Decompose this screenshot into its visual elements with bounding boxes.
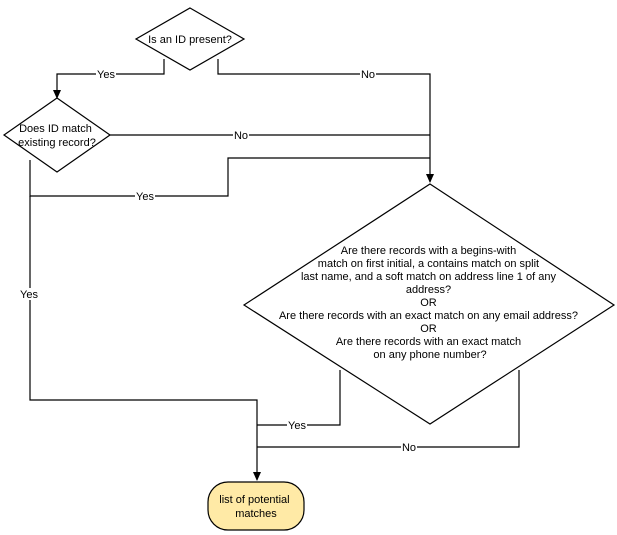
edge-label-records-no: No [401,441,417,454]
edge-records-no [257,370,520,448]
terminal-potential-matches: list of potential matches [207,481,305,531]
svg-text:No: No [402,442,416,454]
decision-id-match: Does ID match existing record? [2,97,112,173]
edge-label-match-yes-down: Yes [18,288,40,301]
terminal-potential-matches-label: list of potential matches [219,494,292,520]
svg-text:Yes: Yes [136,191,154,203]
edge-label-match-no: No [233,129,249,142]
decision-id-match-label: Does ID match existing record? [18,123,96,149]
svg-text:Yes: Yes [20,289,38,301]
svg-text:No: No [361,69,375,81]
edge-label-records-yes: Yes [287,419,307,432]
decision-records-match-label: Are there records with a begins-with mat… [279,245,581,361]
decision-id-present-label: Is an ID present? [148,34,232,46]
edge-label-present-no: No [360,68,376,81]
edge-label-match-yes-loop: Yes [135,190,155,203]
edge-match-yes-down [29,196,261,481]
edge-label-present-yes: Yes [96,68,116,81]
svg-text:No: No [234,130,248,142]
svg-text:Yes: Yes [97,69,115,81]
edge-records-yes [257,370,341,426]
svg-text:Yes: Yes [288,420,306,432]
decision-records-match: Are there records with a begins-with mat… [242,183,616,425]
edge-present-no [217,59,434,183]
decision-id-present: Is an ID present? [134,7,246,71]
edge-match-yes-loop [29,157,430,197]
